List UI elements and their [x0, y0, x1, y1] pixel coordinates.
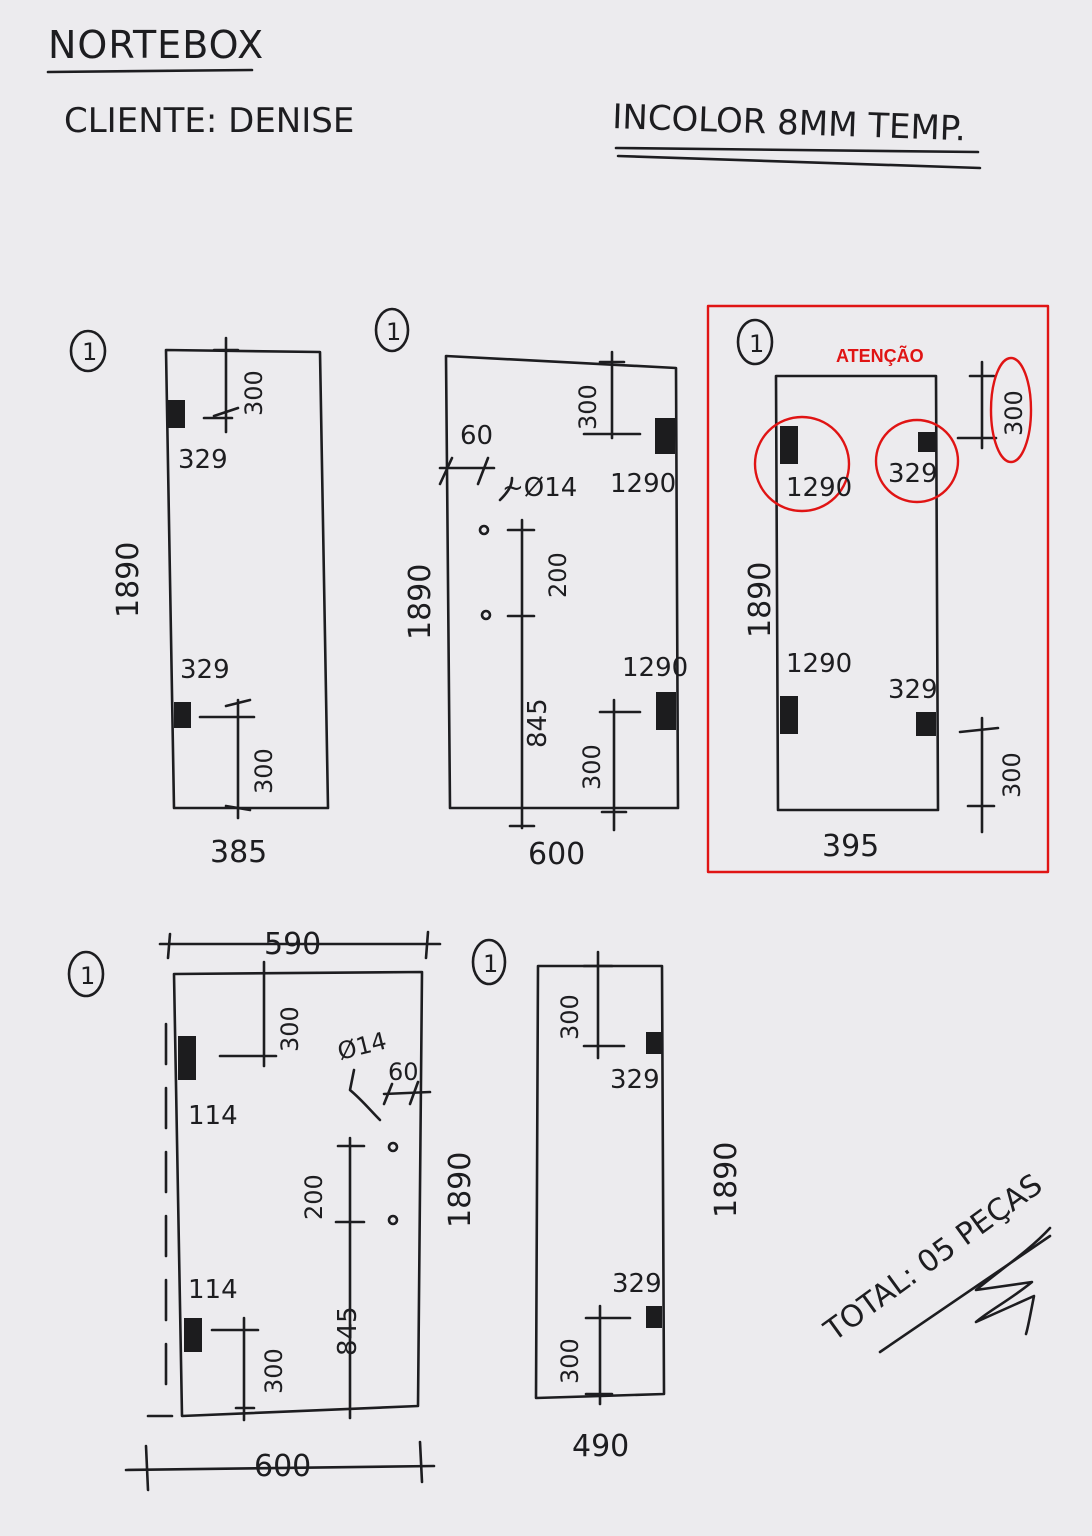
piece-4-hole-diam: Ø14	[335, 1027, 390, 1066]
piece-2-height: 1890	[403, 564, 438, 640]
piece-2-hole-height: 845	[523, 698, 553, 748]
piece-4-hole-spacing: 200	[300, 1174, 328, 1220]
piece-4-hinge-top-label: 114	[188, 1101, 238, 1131]
piece-4-hinge-bottom-label: 114	[188, 1275, 238, 1305]
hinge-blocks	[168, 400, 936, 1352]
piece-3-hinge-top-right	[918, 432, 936, 452]
piece-2-hinge-top-label: 1290	[610, 469, 676, 499]
piece-3-qty-circle	[736, 318, 774, 366]
piece-5-outline	[534, 964, 666, 1400]
piece-2-hinge-top	[655, 418, 675, 454]
piece-4-edge-dim	[382, 1090, 432, 1096]
piece-4-outline	[172, 970, 424, 1418]
glass-spec: INCOLOR 8MM TEMP.	[612, 97, 967, 149]
piece-4-hole-2	[387, 1214, 399, 1226]
piece-3	[736, 318, 1000, 834]
piece-2-hinge-bottom	[656, 692, 676, 730]
warning-circle-left	[753, 415, 851, 513]
piece-2-leader	[498, 476, 514, 502]
piece-2-hole-edge: 60	[460, 421, 493, 451]
piece-5-width: 490	[572, 1429, 629, 1464]
piece-5-qty-circle	[471, 938, 507, 986]
piece-3-width: 395	[822, 829, 879, 864]
piece-2-top-offset: 300	[574, 384, 602, 430]
piece-1	[69, 329, 330, 820]
piece-3-outline	[774, 374, 940, 812]
warning-circle-right	[874, 418, 960, 504]
brand-underline	[46, 68, 254, 74]
warning-label: ATENÇÃO	[836, 345, 924, 366]
piece-4-hole-1	[387, 1141, 399, 1153]
piece-1-height: 1890	[111, 542, 146, 618]
piece-5-hinge-top	[646, 1032, 662, 1054]
warning-ellipse	[989, 356, 1033, 464]
piece-4-hinge-bottom	[184, 1318, 202, 1352]
piece-1-hinge-top	[168, 400, 185, 428]
piece-2-qty: 1	[386, 318, 401, 346]
piece-1-top-offset: 300	[240, 370, 268, 416]
piece-1-bottom-offset: 300	[250, 748, 278, 794]
piece-2-bottom-offset: 300	[578, 744, 606, 790]
piece-2-hole-1	[478, 524, 490, 536]
piece-4	[67, 930, 442, 1492]
client-name: CLIENTE: DENISE	[64, 101, 354, 141]
piece-5-height: 1890	[709, 1142, 744, 1218]
piece-4-height: 1890	[443, 1152, 478, 1228]
warning-frame	[706, 304, 1050, 874]
piece-2-outline	[444, 354, 680, 810]
piece-2-qty-circle	[374, 307, 410, 353]
piece-3-hinge-top-right-label: 329	[888, 459, 938, 489]
piece-3-top-offset: 300	[1000, 390, 1028, 436]
piece-3-hinge-bottom-left-label: 1290	[786, 649, 852, 679]
piece-1-outline	[164, 348, 330, 810]
glass-underline-1	[614, 146, 980, 154]
piece-2-hole-2	[480, 609, 492, 621]
piece-3-bottom-offset: 300	[998, 752, 1026, 798]
piece-4-bottom-width-dim	[124, 1464, 436, 1472]
piece-1-hinge-bottom-label: 329	[180, 655, 230, 685]
piece-1-qty: 1	[82, 338, 97, 366]
piece-5	[471, 938, 666, 1406]
piece-3-hinge-bottom-right-label: 329	[888, 675, 938, 705]
piece-1-qty-circle	[69, 329, 107, 373]
piece-2-hole-spacing: 200	[544, 552, 572, 598]
piece-4-top-width: 590	[264, 927, 321, 962]
piece-3-qty: 1	[749, 330, 764, 358]
piece-5-qty: 1	[483, 950, 498, 978]
piece-3-hinge-top-left-label: 1290	[786, 473, 852, 503]
piece-3-hinge-bottom-left	[780, 696, 798, 734]
piece-2-width: 600	[528, 837, 585, 872]
piece-5-hinge-bottom-label: 329	[612, 1269, 662, 1299]
piece-5-hinge-bottom	[646, 1306, 662, 1328]
piece-3-height: 1890	[743, 562, 778, 638]
piece-2-hinge-bottom-label: 1290	[622, 653, 688, 683]
warning-annotation	[706, 304, 1050, 874]
piece-3-hinge-bottom-right	[916, 712, 936, 736]
glass-underline-2	[616, 154, 982, 170]
piece-4-top-offset: 300	[276, 1006, 304, 1052]
piece-4-hole-edge: 60	[388, 1058, 419, 1086]
piece-4-qty-circle	[67, 950, 105, 998]
piece-4-bottom-width: 600	[254, 1449, 311, 1484]
piece-4-qty: 1	[80, 962, 95, 990]
piece-5-top-offset: 300	[556, 994, 584, 1040]
piece-5-hinge-top-label: 329	[610, 1065, 660, 1095]
piece-4-hinge-top	[178, 1036, 196, 1080]
brand-name: NORTEBOX	[48, 23, 264, 67]
piece-2-hole-diam: ~Ø14	[502, 473, 577, 503]
piece-1-width: 385	[210, 835, 267, 870]
total-underline	[878, 1234, 1052, 1354]
piece-4-bottom-offset: 300	[260, 1348, 288, 1394]
piece-1-hinge-bottom	[174, 702, 191, 728]
piece-3-hinge-top-left	[780, 426, 798, 464]
piece-4-leader	[348, 1068, 382, 1122]
piece-1-hinge-top-label: 329	[178, 445, 228, 475]
piece-4-hole-height: 845	[333, 1306, 363, 1356]
piece-2	[374, 307, 680, 832]
piece-5-bottom-offset: 300	[556, 1338, 584, 1384]
